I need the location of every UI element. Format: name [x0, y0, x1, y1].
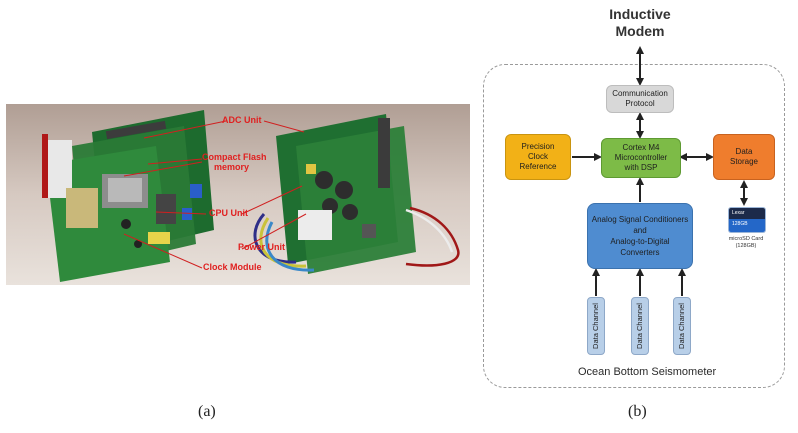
right-board-stack: [276, 114, 416, 274]
adc-line-3: Analog-to-Digital: [610, 237, 670, 246]
clock-line-3: Reference: [519, 162, 557, 171]
callout-lines: [123, 120, 307, 269]
card-size: 128GB: [732, 221, 748, 227]
comm-line-2: Protocol: [625, 99, 655, 108]
callout-compact-flash-memory: memory: [214, 162, 250, 172]
card-caption-line-1: microSD Card: [728, 236, 764, 242]
data-channel-3: Data Channel: [673, 297, 691, 355]
modem-line-1: Inductive: [609, 6, 671, 22]
callout-compact-flash: Compact Flash: [202, 152, 267, 162]
adc-line-1: Analog Signal Conditioners: [591, 215, 689, 224]
callout-power-unit: Power Unit: [238, 242, 286, 252]
adc-line-4: Converters: [620, 248, 660, 257]
comm-line-1: Communication: [612, 89, 668, 98]
card-brand: Lexar: [732, 210, 745, 216]
communication-protocol-block: Communication Protocol: [606, 85, 674, 113]
panel-a-label: (a): [198, 403, 216, 420]
inductive-modem-label: Inductive Modem: [590, 6, 690, 40]
hardware-photo-illustration: [6, 104, 470, 285]
data-channel-2: Data Channel: [631, 297, 649, 355]
adc-block: Analog Signal Conditioners and Analog-to…: [587, 203, 693, 269]
callout-clock-module: Clock Module: [203, 262, 262, 272]
callout-cpu-unit: CPU Unit: [209, 208, 248, 218]
hardware-photo: [6, 104, 470, 285]
cortex-m4-block: Cortex M4 Microcontroller with DSP: [601, 138, 681, 178]
adc-line-2: and: [633, 226, 647, 235]
data-storage-block: Data Storage: [713, 134, 775, 180]
data-channel-1-label: Data Channel: [591, 303, 600, 349]
clock-line-1: Precision: [521, 142, 555, 151]
storage-line-2: Storage: [729, 157, 759, 166]
data-channel-3-label: Data Channel: [677, 303, 686, 349]
microsd-caption: microSD Card (128GB): [718, 236, 774, 250]
panel-b-label: (b): [628, 403, 647, 420]
cpu-line-1: Cortex M4: [622, 143, 660, 152]
ocean-bottom-seismometer-label: Ocean Bottom Seismometer: [578, 366, 717, 378]
modem-line-2: Modem: [615, 23, 665, 39]
callout-adc-unit: ADC Unit: [222, 115, 262, 125]
microsd-card-image: Lexar 128GB: [729, 208, 765, 232]
precision-clock-block: Precision Clock Reference: [505, 134, 571, 180]
storage-line-1: Data: [735, 147, 753, 156]
data-channel-2-label: Data Channel: [635, 303, 644, 349]
data-channel-1: Data Channel: [587, 297, 605, 355]
cpu-line-3: with DSP: [624, 163, 658, 172]
seismometer-enclosure: [483, 64, 785, 388]
cpu-line-2: Microcontroller: [614, 153, 668, 162]
clock-line-2: Clock: [527, 152, 548, 161]
card-caption-line-2: (128GB): [735, 243, 757, 249]
